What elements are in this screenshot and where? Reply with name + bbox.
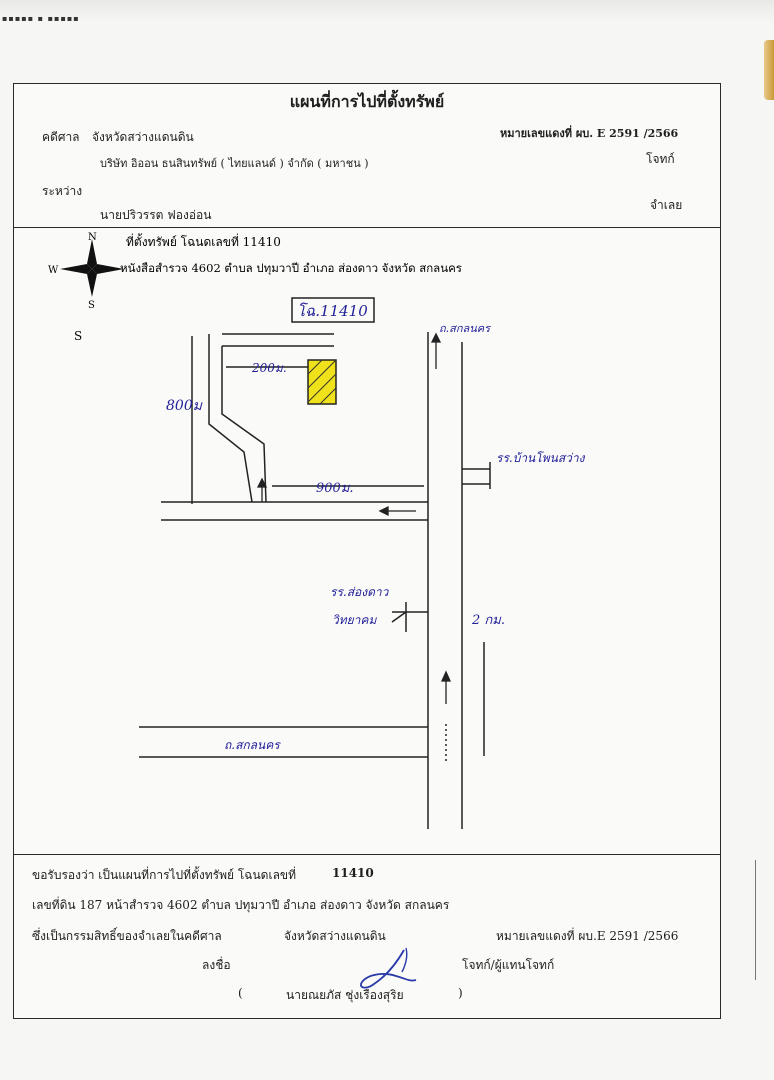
school-right-label: รร.บ้านโพนสว่าง — [496, 451, 586, 465]
court-label: คดีศาล — [42, 130, 80, 144]
parcel-label-box — [291, 297, 375, 323]
plaintiff-name: บริษัท อิออน ธนสินทรัพย์ ( ไทยแลนด์ ) จำ… — [100, 157, 369, 170]
ownership-line: ซึ่งเป็นกรรมสิทธิ์ของจำเลยในคดีศาล — [32, 929, 222, 943]
defendant-name: นายปริวรรต ฟองอ่อน — [100, 208, 212, 222]
land-details: เลขที่ดิน 187 หน้าสำรวจ 4602 ตำบล ปทุมวา… — [32, 898, 450, 912]
court-province: จังหวัดสว่างแดนดิน — [284, 929, 386, 943]
location-line2: หนังสือสำรวจ 4602 ตำบล ปทุมวาปี อำเภอ ส่… — [120, 261, 462, 275]
sign-role: โจทก์/ผู้แทนโจทก์ — [462, 958, 555, 972]
soi-left — [208, 334, 253, 503]
location-map: N S W S ที่ตั้งทรัพย์ โฉนดเลขที่ 11410 ห… — [48, 232, 586, 829]
scan-artifact: ▪▪▪▪▪ ▪ ▪▪▪▪▪ — [2, 14, 80, 23]
compass-w: W — [48, 265, 59, 276]
location-line1: ที่ตั้งทรัพย์ โฉนดเลขที่ 11410 — [126, 233, 281, 249]
deed-number: 11410 — [332, 866, 374, 880]
court-name: จังหวัดสว่างแดนดิน — [92, 130, 194, 144]
s-marker: S — [74, 329, 82, 343]
paper-tab — [764, 40, 774, 100]
plaintiff-role: โจทก์ — [646, 152, 675, 166]
school-left-label-1: รร.ส่องดาว — [330, 585, 390, 599]
parcel-hatch — [307, 359, 337, 405]
compass-rose: N S W — [48, 232, 124, 311]
compass-n: N — [88, 232, 97, 243]
between-label: ระหว่าง — [42, 184, 83, 198]
certify-line: ขอรับรองว่า เป็นแผนที่การไปที่ตั้งทรัพย์… — [32, 868, 297, 882]
scan-edge-line — [755, 860, 756, 980]
compass-s: S — [88, 300, 95, 311]
map-form: แผนที่การไปที่ตั้งทรัพย์ คดีศาล จังหวัดส… — [13, 83, 721, 1019]
road-bottom-label: ถ.สกลนคร — [224, 738, 281, 752]
sign-label: ลงชื่อ — [202, 958, 231, 972]
school-left-label-2: วิทยาคม — [332, 613, 377, 627]
dist-900-label: 900ม. — [316, 481, 354, 496]
defendant-role: จำเลย — [650, 198, 683, 212]
case-number-footer: หมายเลขแดงที่ ผบ.E 2591 /2566 — [496, 929, 679, 943]
road-network — [139, 332, 491, 829]
close-paren: ) — [458, 986, 463, 1000]
soi-right — [221, 346, 267, 503]
road-top-label: ถ.สกลนคร — [439, 322, 492, 335]
dist-200-label: 200ม. — [251, 361, 287, 375]
direction-arrows — [256, 332, 452, 704]
parcel-label: โฉ.11410 — [297, 302, 368, 320]
case-number: หมายเลขแดงที่ ผบ. E 2591 /2566 — [500, 127, 679, 140]
footer-divider — [14, 854, 720, 855]
scan-edge — [0, 0, 774, 22]
page-title: แผนที่การไปที่ตั้งทรัพย์ — [289, 92, 445, 111]
open-paren: ( — [238, 986, 243, 1000]
header-divider — [14, 227, 720, 228]
dist-800-label: 800ม — [166, 398, 203, 414]
dist-2km-label: 2 กม. — [471, 613, 505, 628]
signature — [360, 947, 417, 989]
signer-name: นายณยภัส ชุ่งเรืองสุริย — [286, 988, 404, 1002]
